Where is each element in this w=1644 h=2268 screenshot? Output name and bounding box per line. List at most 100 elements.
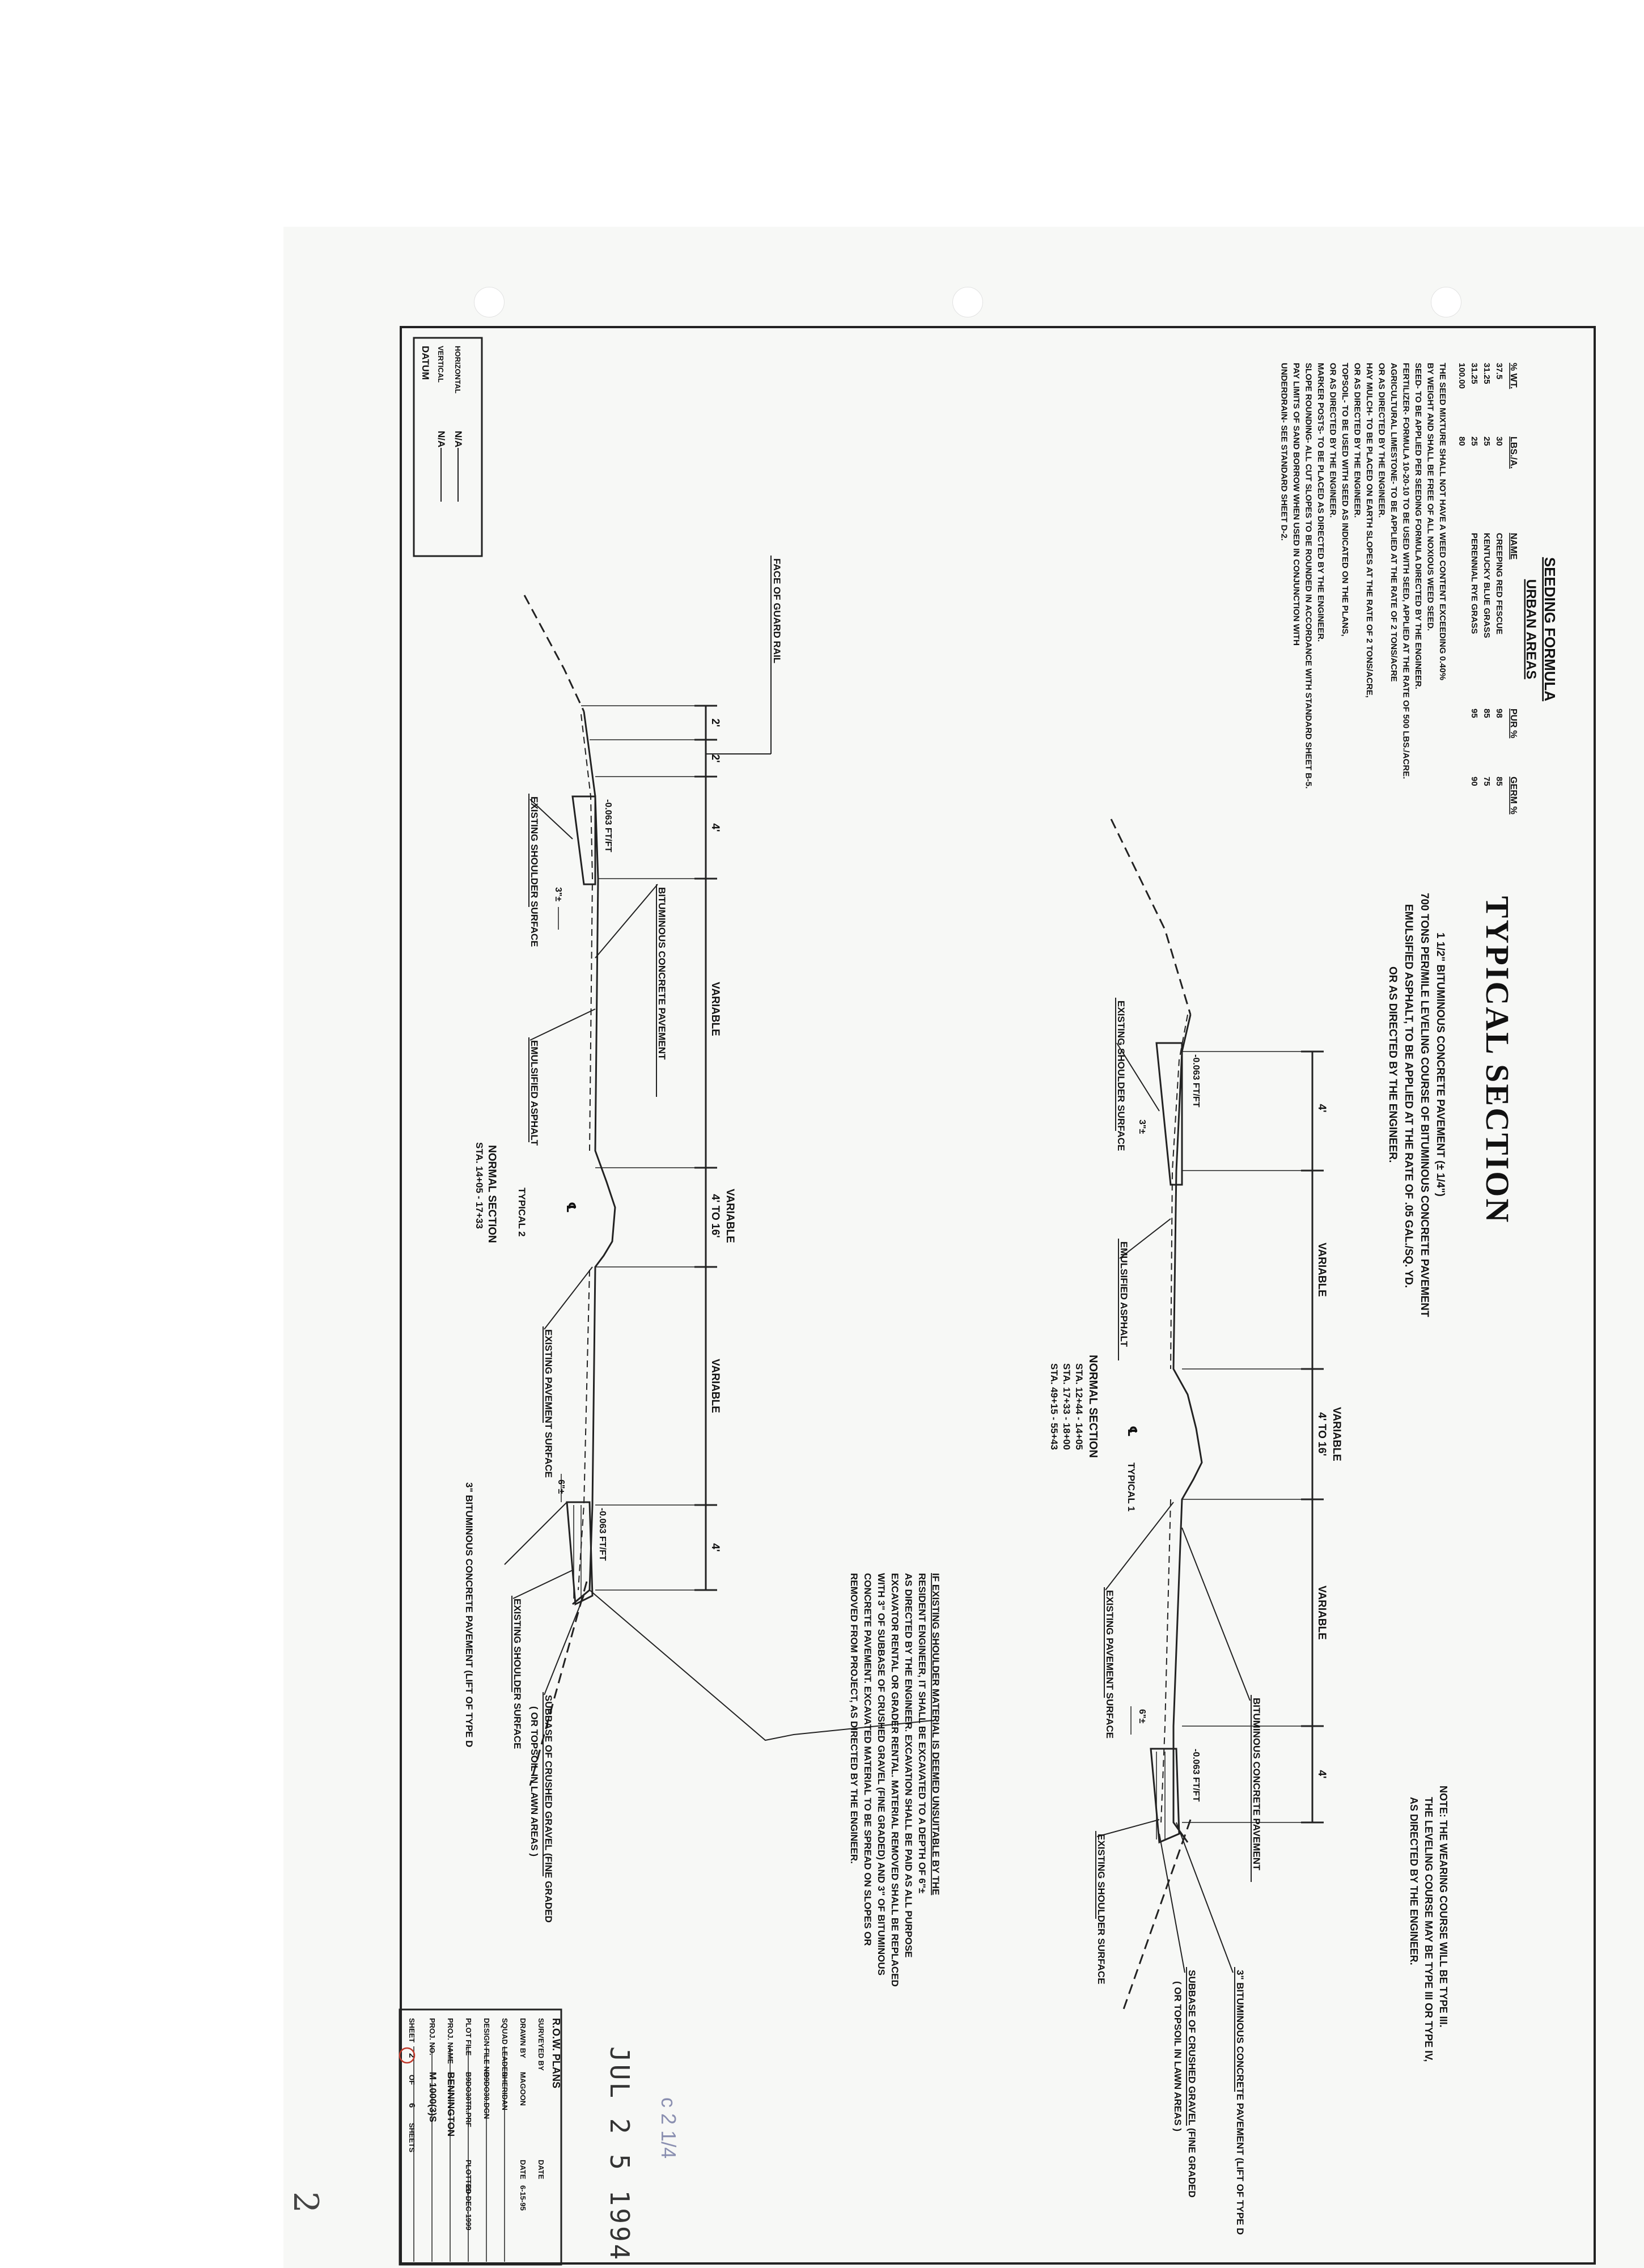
seeding-note-line: PAY LIMITS OF SAND BORROW WHEN USED IN C… bbox=[1291, 363, 1301, 646]
s2-subbase-2: ( OR TOPSOIL IN LAWN AREAS ) bbox=[529, 1706, 540, 1856]
datum-label: DATUM bbox=[420, 346, 431, 380]
s1-bit-conc: BITUMINOUS CONCRETE PAVEMENT bbox=[1251, 1698, 1262, 1871]
s1-dim: 4' bbox=[1316, 1770, 1328, 1778]
section-2 bbox=[504, 556, 933, 1876]
s1-existing-shoulder-left: EXISTING SHOULDER SURFACE bbox=[1116, 1001, 1126, 1151]
seeding-note-line: OR AS DIRECTED BY THE ENGINEER. bbox=[1328, 363, 1338, 518]
s1-dim: 4' bbox=[1316, 1104, 1328, 1112]
wearing-note-line: THE LEVELING COURSE MAY BE TYPE III OR T… bbox=[1423, 1797, 1434, 2062]
seeding-cell: 37.5 bbox=[1494, 363, 1504, 379]
s2-bit-conc: BITUMINOUS CONCRETE PAVEMENT bbox=[656, 887, 667, 1060]
s2-dim: VARIABLE bbox=[709, 1359, 721, 1413]
s2-station: STA. 14+05 - 17+33 bbox=[474, 1142, 485, 1229]
seeding-cell: 90 bbox=[1469, 777, 1479, 786]
s1-dim: VARIABLE bbox=[1316, 1243, 1328, 1297]
title-block-cell: B9DO30TR.PRF bbox=[464, 2072, 473, 2127]
title-block-row: DESIGN FILE NO.B9DO30.DGN bbox=[482, 2018, 491, 2119]
seeding-cell: 100.00 bbox=[1457, 363, 1467, 389]
seeding-cell: KENTUCKY BLUE GRASS bbox=[1482, 533, 1492, 638]
s2-dim: 4' bbox=[709, 1543, 721, 1551]
unsuitable-note-line: WITH 3" OF SUBBASE OF CRUSHED GRAVEL (FI… bbox=[876, 1573, 887, 1976]
seeding-cell: 98 bbox=[1494, 709, 1504, 718]
title-block-cell: SURVEYED BY bbox=[537, 2018, 545, 2071]
datum-horizontal-value: N/A bbox=[453, 431, 464, 447]
s2-existing-shoulder-left: EXISTING SHOULDER SURFACE bbox=[529, 796, 540, 947]
s1-typical-label: TYPICAL 1 bbox=[1126, 1462, 1137, 1512]
s1-dim: VARIABLE bbox=[1316, 1586, 1328, 1640]
seeding-header-wt: % WT. bbox=[1509, 363, 1518, 389]
title-block-row: SURVEYED BY DATE bbox=[537, 2018, 545, 2180]
tb-sheet-label: SHEET bbox=[408, 2018, 416, 2042]
seeding-note-line: HAY MULCH- TO BE PLACED ON EARTH SLOPES … bbox=[1365, 363, 1374, 698]
section-1 bbox=[1095, 819, 1324, 2126]
binder-hole bbox=[952, 287, 983, 317]
s2-dim: 2' bbox=[709, 718, 721, 727]
s2-centerline-icon: ℄ bbox=[564, 1202, 578, 1213]
seeding-cell: 25 bbox=[1469, 436, 1479, 446]
seeding-note-line: BY WEIGHT AND SHALL BE FREE OF ALL NOXIO… bbox=[1426, 363, 1435, 631]
s1-dim: VARIABLE bbox=[1331, 1407, 1342, 1461]
tb-sheet-total: 6 bbox=[407, 2103, 417, 2108]
tb-of-label: OF bbox=[408, 2075, 416, 2085]
top-note-line: 700 TONS PER/MILE LEVELING COURSE OF BIT… bbox=[1418, 893, 1430, 1317]
binder-hole bbox=[474, 287, 505, 317]
seeding-note-line: SEED- TO BE APPLIED PER SEEDING FORMULA … bbox=[1413, 363, 1423, 689]
seeding-note-line: FERTILIZER- FORMULA 10-20-10 TO BE USED … bbox=[1401, 363, 1411, 779]
title-block-row: PROJ. NO.M 1000(3)S bbox=[427, 2018, 438, 2122]
wearing-note-line: NOTE: THE WEARING COURSE WILL BE TYPE II… bbox=[1438, 1786, 1449, 2028]
unsuitable-note-line: REMOVED FROM PROJECT, AS DIRECTED BY THE… bbox=[849, 1573, 859, 1864]
seeding-header-lbs: LBS./A. bbox=[1509, 436, 1518, 469]
title-block-cell: PLOT FILE bbox=[464, 2018, 473, 2056]
title-block-cell: SQUAD LEADER bbox=[501, 2018, 509, 2078]
seeding-subtitle: URBAN AREAS bbox=[1523, 579, 1539, 679]
tb-sheet-no: 2 bbox=[407, 2053, 417, 2058]
seeding-note-line: OR AS DIRECTED BY THE ENGINEER. bbox=[1377, 363, 1387, 518]
title-block-cell: DESIGN FILE NO. bbox=[482, 2018, 491, 2079]
title-block-cell: B9DO30.DGN bbox=[482, 2072, 491, 2119]
s1-centerline-icon: ℄ bbox=[1125, 1426, 1139, 1437]
s1-existing-shoulder-right: EXISTING SHOULDER SURFACE bbox=[1096, 1834, 1107, 1984]
s2-slope-left: -0.063 FT/FT bbox=[603, 799, 613, 853]
seeding-note-line: TOPSOIL- TO BE USED WITH SEED AS INDICAT… bbox=[1340, 363, 1350, 637]
s2-dim: 4' bbox=[709, 823, 721, 832]
seeding-header-name: NAME bbox=[1509, 533, 1518, 559]
title-block-cell: BENNINGTON bbox=[446, 2072, 456, 2136]
seeding-cell: 85 bbox=[1494, 777, 1504, 786]
s1-subbase-2: ( OR TOPSOIL IN LAWN AREAS ) bbox=[1172, 1981, 1183, 2131]
s2-3in-bcp: 3" BITUMINOUS CONCRETE PAVEMENT (LIFT OF… bbox=[464, 1482, 474, 1747]
s2-existing-pavement: EXISTING PAVEMENT SURFACE bbox=[543, 1329, 554, 1478]
title-block-cell: DATE bbox=[537, 2160, 545, 2180]
seeding-cell: 30 bbox=[1494, 436, 1504, 446]
datum-box: DATUM VERTICAL N/A HORIZONTAL N/A bbox=[413, 337, 483, 557]
wearing-note-line: AS DIRECTED BY THE ENGINEER. bbox=[1408, 1797, 1420, 1965]
title-block-cell: SHERIDAN bbox=[501, 2072, 509, 2110]
seeding-header-pur: PUR % bbox=[1509, 709, 1518, 738]
seeding-cell: CREEPING RED FESCUE bbox=[1494, 533, 1504, 634]
title-block-cell: MAGOON bbox=[519, 2072, 527, 2106]
seeding-note-line: THE SEED MIXTURE SHALL NOT HAVE A WEED C… bbox=[1438, 363, 1447, 680]
s2-emulsified: EMULSIFIED ASPHALT bbox=[529, 1040, 540, 1146]
seeding-cell: 80 bbox=[1457, 436, 1467, 446]
s1-dim: 4' TO 16' bbox=[1316, 1412, 1328, 1456]
s1-3in-bcp: 3" BITUMINOUS CONCRETE PAVEMENT (LIFT OF… bbox=[1235, 1970, 1245, 2235]
title-block-cell: PROJ. NO. bbox=[428, 2018, 437, 2055]
seeding-cell: 31.25 bbox=[1469, 363, 1479, 384]
seeding-note-line: MARKER POSTS- TO BE PLACED AS DIRECTED B… bbox=[1316, 363, 1325, 642]
s1-normal-section: NORMAL SECTION bbox=[1087, 1355, 1099, 1458]
seeding-header-germ: GERM % bbox=[1509, 777, 1518, 815]
seeding-title: SEEDING FORMULA bbox=[1541, 557, 1558, 701]
s2-normal-section: NORMAL SECTION bbox=[486, 1145, 498, 1243]
datum-vertical-value: N/A bbox=[436, 431, 447, 447]
seeding-cell: 85 bbox=[1482, 709, 1492, 718]
top-note-line: 1 1/2" BITUMINOUS CONCRETE PAVEMENT (± 1… bbox=[1434, 932, 1446, 1197]
s2-existing-shoulder-right: EXISTING SHOULDER SURFACE bbox=[512, 1599, 523, 1749]
title-block-cell: 6-15-95 bbox=[519, 2185, 527, 2211]
seeding-cell: 75 bbox=[1482, 777, 1492, 786]
title-block-cell: 20-DEC-1999 bbox=[464, 2185, 473, 2231]
